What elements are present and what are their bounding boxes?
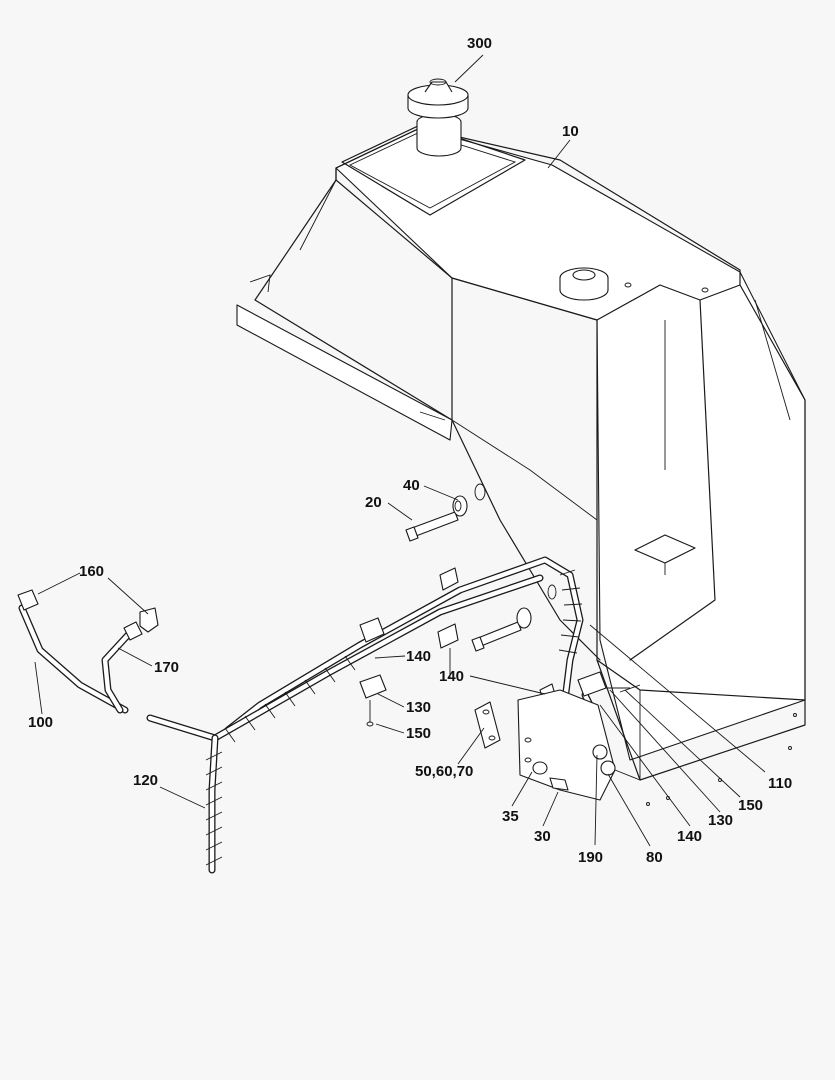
callout-10: 10 — [562, 123, 579, 140]
callout-130-left: 130 — [406, 699, 431, 716]
clamp-130-left — [359, 617, 387, 727]
callout-100: 100 — [28, 714, 53, 731]
callout-190: 190 — [578, 849, 603, 866]
callout-150-right: 150 — [738, 797, 763, 814]
callout-150-left: 150 — [406, 725, 431, 742]
fuel-tank — [236, 124, 806, 806]
strap-plate-50 — [474, 701, 501, 749]
fuel-line-lower — [146, 574, 544, 742]
callout-170: 170 — [154, 659, 179, 676]
callout-160: 160 — [79, 563, 104, 580]
callout-20: 20 — [365, 494, 382, 511]
callout-110: 110 — [768, 775, 792, 792]
bolt-30 — [549, 777, 569, 791]
hose-100 — [17, 589, 129, 714]
elbow-fitting-160 — [139, 607, 159, 633]
callout-50-60-70: 50,60,70 — [415, 763, 473, 780]
mounting-bolt-20 — [405, 511, 459, 542]
leader-lines — [34, 54, 766, 847]
hose-170 — [101, 621, 143, 714]
washer-35 — [532, 761, 548, 775]
callout-80: 80 — [646, 849, 663, 866]
rubber-bushing-40 — [452, 495, 468, 517]
clamp-140-upper — [437, 567, 459, 678]
callout-140-right: 140 — [677, 828, 702, 845]
callout-40: 40 — [403, 477, 420, 494]
callout-140-left: 140 — [406, 648, 431, 665]
callout-120: 120 — [133, 772, 158, 789]
callout-35: 35 — [502, 808, 519, 825]
filler-cap — [407, 78, 469, 157]
callout-140-mid: 140 — [439, 668, 464, 685]
spiral-wrap-120 — [205, 569, 583, 874]
callout-labels: 300 10 40 20 160 170 100 140 130 150 140… — [28, 35, 792, 866]
callout-130-right: 130 — [708, 812, 733, 829]
screw-150 — [619, 684, 641, 693]
mounting-bolt-rear — [471, 607, 532, 652]
callout-300: 300 — [467, 35, 492, 52]
callout-30: 30 — [534, 828, 551, 845]
fuel-line-upper — [224, 556, 584, 734]
